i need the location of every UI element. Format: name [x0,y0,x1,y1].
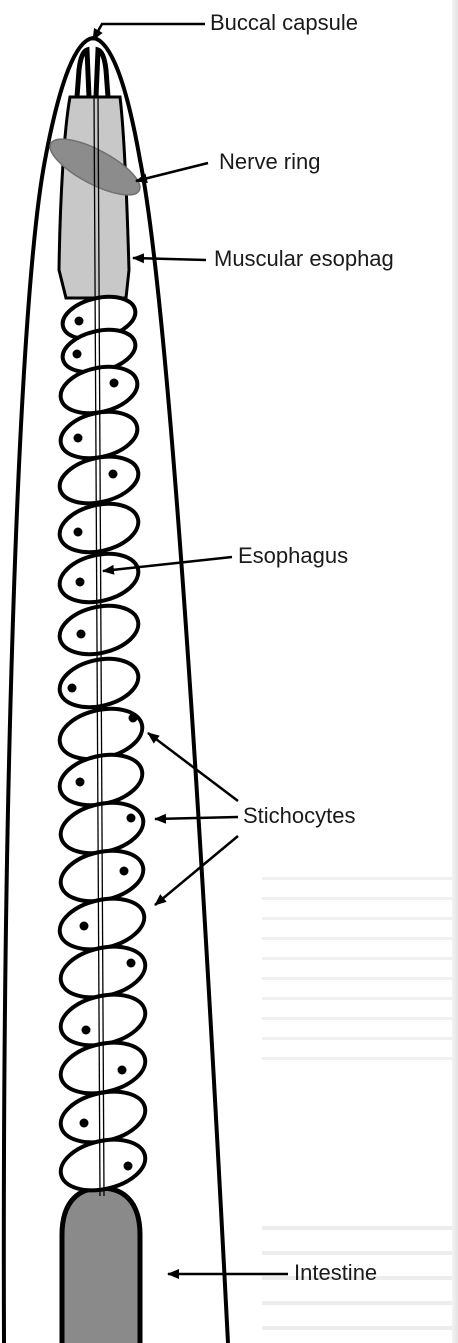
buccal-capsule-right [96,50,108,97]
buccal-capsule-label: Buccal capsule [210,12,358,34]
buccal-capsule-left [77,50,89,97]
muscular-esophagus-label: Muscular esophag [214,248,394,270]
nerve-ring-label: Nerve ring [219,151,320,173]
stichocytes-arrow-middle [155,817,238,819]
stichocyte [55,652,143,715]
stichocytes-arrow-lower [155,836,238,905]
stichocyte [56,1132,151,1198]
stichocyte [55,497,143,560]
intestine-label: Intestine [294,1262,377,1284]
intestine-shape [62,1188,140,1343]
stichocyte [55,599,143,662]
stichocyte [55,450,143,511]
stichocytes-label: Stichocytes [243,805,356,827]
nerve-ring-arrow [136,163,208,181]
stichocyte [55,547,143,610]
esophagus-label: Esophagus [238,545,348,567]
muscular-esophagus-arrow [133,258,206,260]
stichocyte-column [55,290,151,1198]
buccal-capsule-arrow [93,24,205,40]
